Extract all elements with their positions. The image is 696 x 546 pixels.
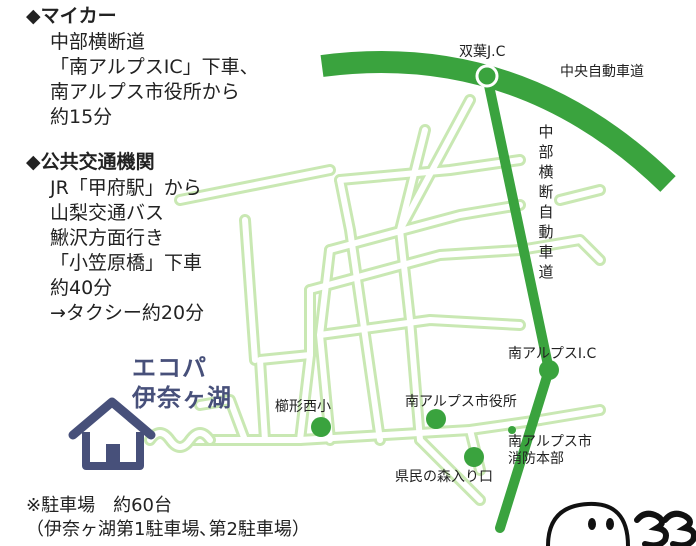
minami-alps-ic-label: 南アルプスI.C (508, 346, 597, 362)
fire-hq-marker (508, 426, 516, 434)
car-access-heading: ◆マイカー (26, 5, 117, 27)
transit-line-3: 鰍沢方面行き (50, 227, 165, 249)
transit-line-1: JR「甲府駅」から (50, 177, 202, 199)
transit-line-5: 約40分 (50, 277, 113, 299)
fire-hq-label-2: 消防本部 (508, 451, 564, 467)
car-line-4: 約15分 (50, 106, 113, 128)
destination-name-line-2: 伊奈ヶ湖 (132, 384, 232, 412)
chuo-expressway-road (320, 51, 676, 192)
car-line-3: 南アルプス市役所から (50, 81, 240, 103)
kushigata-school-marker (311, 417, 331, 437)
minami-alps-ic-marker (539, 360, 559, 380)
local-roads (144, 94, 606, 506)
futaba-jc-label: 双葉J.C (459, 44, 506, 60)
fire-hq-label-1: 南アルプス市 (508, 434, 592, 450)
futaba-jc-marker (475, 64, 499, 88)
kushigata-school-label: 櫛形西小 (275, 399, 331, 415)
parking-count: ※駐車場 約60台 (26, 495, 172, 516)
city-hall-marker (426, 409, 446, 429)
parking-lots: （伊奈ヶ湖第1駐車場､第2駐車場） (26, 519, 310, 540)
forest-entrance-label: 県民の森入り口 (395, 469, 493, 485)
chuo-expressway-label: 中央自動車道 (560, 64, 644, 80)
city-hall-label: 南アルプス市役所 (405, 394, 517, 410)
chubu-odan-label: 中部横断自動車道 (538, 123, 554, 281)
destination-name-line-1: エコパ (132, 354, 207, 382)
transit-access-heading: ◆公共交通機関 (26, 151, 155, 173)
forest-entrance-marker (464, 447, 484, 467)
mascot-icon (546, 501, 696, 546)
transit-line-2: 山梨交通バス (50, 202, 165, 224)
transit-line-4: 「小笠原橋」下車 (50, 252, 203, 274)
car-line-1: 中部横断道 (50, 31, 146, 53)
car-line-2: 「南アルプスIC」下車、 (50, 56, 259, 78)
house-icon (68, 397, 156, 470)
transit-line-6: →タクシー約20分 (50, 302, 205, 324)
